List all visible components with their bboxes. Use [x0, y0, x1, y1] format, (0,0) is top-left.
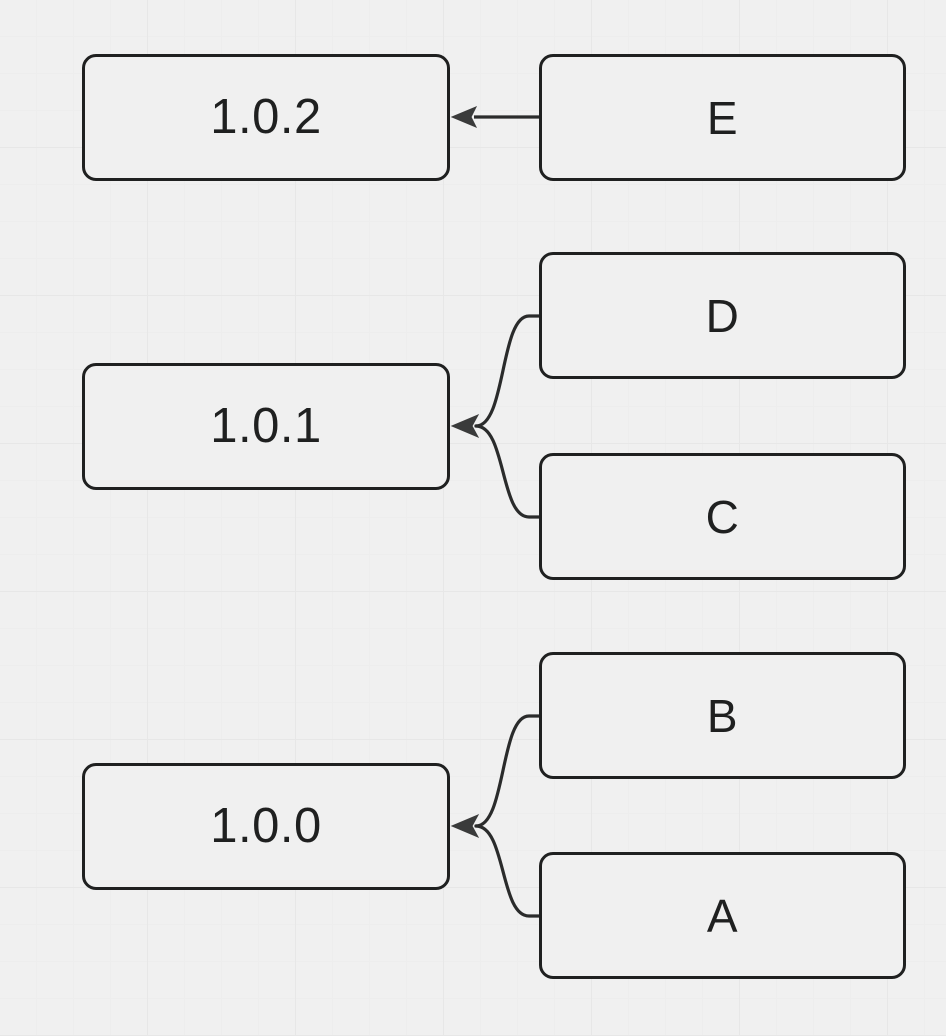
node-artifact-d[interactable]: D	[539, 252, 906, 379]
node-label: E	[706, 91, 739, 144]
arrowhead-icon	[450, 413, 480, 439]
edge-d-to-v101	[474, 314, 541, 428]
node-label: 1.0.0	[210, 799, 322, 853]
edge-b-to-v100	[474, 714, 541, 828]
node-artifact-b[interactable]: B	[539, 652, 906, 779]
node-version-1-0-0[interactable]: 1.0.0	[82, 763, 450, 890]
node-artifact-e[interactable]: E	[539, 54, 906, 181]
node-label: B	[706, 689, 739, 742]
node-label: 1.0.2	[210, 90, 322, 144]
node-label: D	[705, 289, 740, 342]
arrowhead-icon	[450, 813, 480, 839]
edge-a-to-v100	[474, 824, 541, 918]
node-artifact-c[interactable]: C	[539, 453, 906, 580]
node-label: 1.0.1	[210, 399, 322, 453]
node-artifact-a[interactable]: A	[539, 852, 906, 979]
edge-c-to-v101	[474, 424, 541, 519]
node-label: C	[705, 490, 740, 543]
arrowhead-icon	[450, 106, 478, 128]
node-label: A	[706, 889, 739, 942]
node-version-1-0-1[interactable]: 1.0.1	[82, 363, 450, 490]
node-version-1-0-2[interactable]: 1.0.2	[82, 54, 450, 181]
edge-e-to-v102	[450, 106, 539, 128]
